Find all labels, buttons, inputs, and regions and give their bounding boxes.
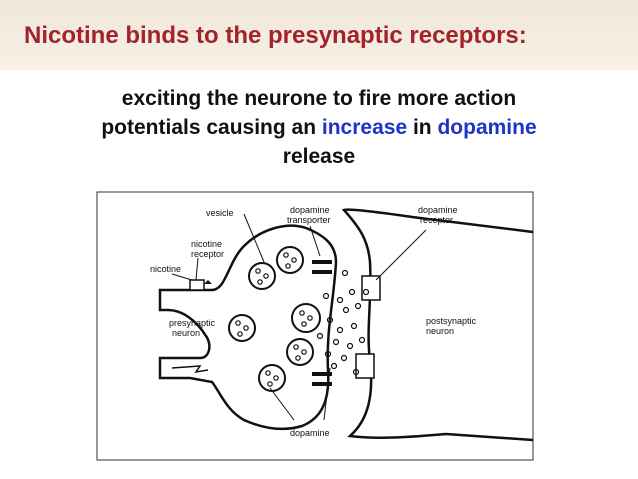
vesicle-dopamine [235,252,313,387]
label-dopamine-transporter-2: transporter [287,215,331,225]
body-line-2-start: potentials causing an [101,116,322,139]
dopamine-receptor-top [361,275,381,301]
increase-word: increase [321,116,408,139]
action-potential-icon [171,365,209,374]
content-area [0,70,638,479]
vesicle [228,246,321,392]
body-line-2-mid: in [407,116,438,139]
label-vesicle: vesicle [206,208,234,218]
label-nicotine: nicotine [150,264,181,274]
label-dopamine-receptor-2: receptor [420,215,453,225]
dopamine-word: dopamine [437,116,537,139]
label-postsynaptic-1: postsynaptic [426,316,477,326]
label-nicotine-receptor-1: nicotine [191,239,222,249]
body-line-3: release [282,145,356,168]
diagram-frame [96,191,534,461]
label-presynaptic-1: presynaptic [169,318,216,328]
label-nicotine-receptor-2: receptor [191,249,224,259]
label-dopamine-receptor-1: dopamine [418,205,458,215]
label-dopamine-transporter-1: dopamine [290,205,330,215]
body-line-2: potentials causing an increase in dopami… [0,113,638,142]
label-postsynaptic-2: neuron [426,326,454,336]
postsynaptic-neuron [341,208,534,442]
nicotine-molecule [204,280,212,284]
body-text: exciting the neurone to fire more action… [0,84,638,171]
synaptic-dopamine [316,269,370,376]
label-dopamine-bottom: dopamine [290,428,330,438]
leader-lines [171,213,427,421]
dopamine-receptor-bottom [355,353,375,379]
nicotine-receptor [189,279,205,291]
title-band [0,0,638,70]
dopamine-transporter [312,260,332,386]
presynaptic-neuron [158,224,338,431]
slide-title: Nicotine binds to the presynaptic recept… [24,22,527,49]
label-presynaptic-2: neuron [172,328,200,338]
body-line-1: exciting the neurone to fire more action [121,87,517,110]
